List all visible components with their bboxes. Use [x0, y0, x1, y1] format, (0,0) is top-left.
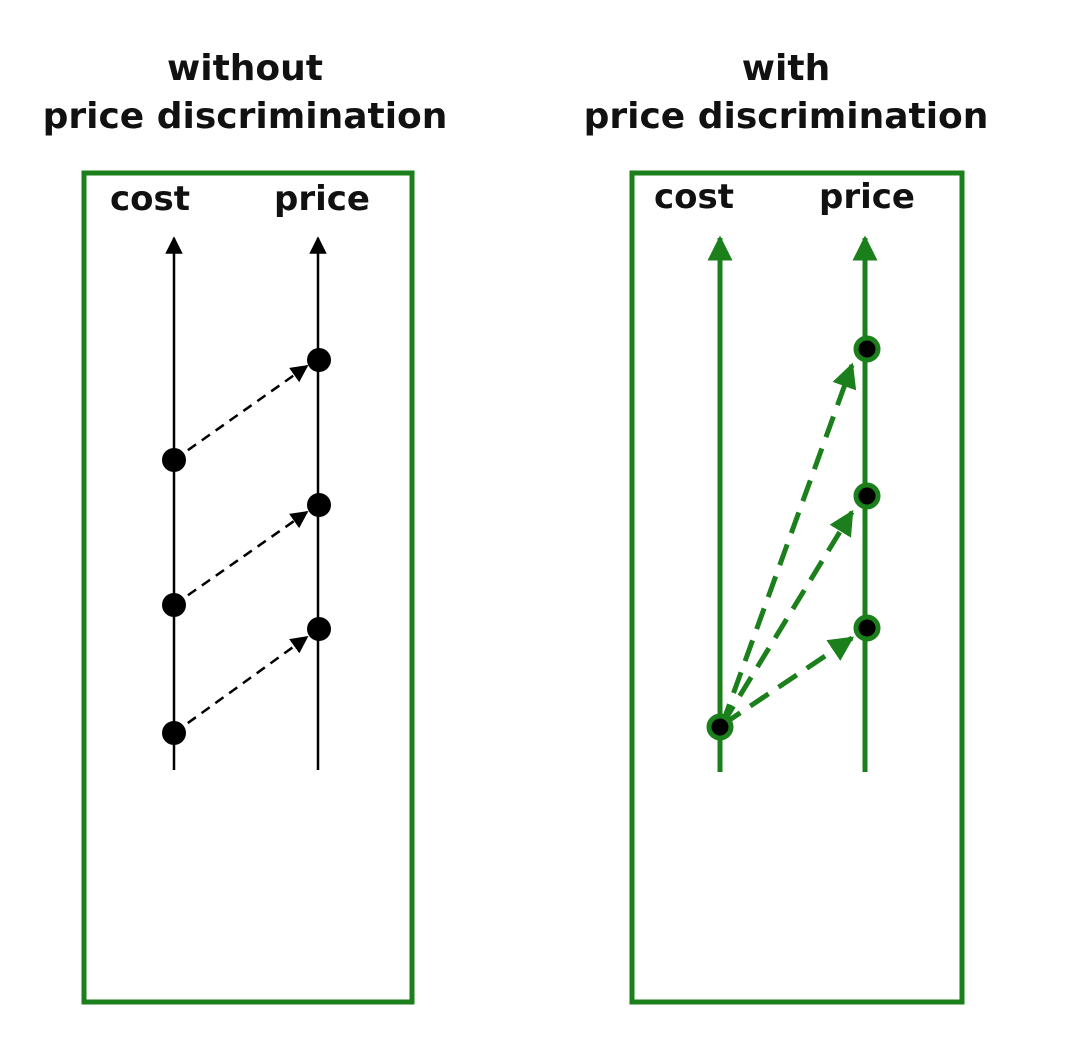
left-price-point	[307, 493, 331, 517]
right-price-point	[853, 614, 881, 642]
left-mapping-arrow	[173, 510, 309, 607]
left-cost-point	[162, 593, 186, 617]
right-cost-label: cost	[654, 177, 734, 217]
right-title-line1: with	[742, 48, 830, 89]
right-price-label: price	[819, 177, 915, 217]
right-mapping-arrow	[719, 509, 855, 727]
left-price-point	[307, 348, 331, 372]
right-frame	[629, 170, 965, 1005]
right-mapping-arrow	[719, 362, 857, 726]
left-title-line1: without	[167, 48, 323, 89]
left-price-point	[307, 617, 331, 641]
left-mapping-arrow	[173, 364, 309, 462]
left-title-line2: price discrimination	[43, 96, 448, 137]
left-frame	[81, 170, 415, 1005]
right-price-point	[853, 335, 881, 363]
left-mapping-arrow	[173, 635, 309, 735]
left-cost-point	[162, 448, 186, 472]
right-price-point	[853, 482, 881, 510]
left-cost-label: cost	[110, 179, 190, 219]
right-panel: with price discrimination cost price	[584, 48, 989, 1005]
left-cost-point	[162, 721, 186, 745]
right-title-line2: price discrimination	[584, 96, 989, 137]
right-mapping-arrow	[720, 635, 855, 728]
right-cost-point	[706, 713, 734, 741]
left-panel: without price discrimination cost price	[43, 48, 448, 1005]
left-price-label: price	[274, 179, 370, 219]
